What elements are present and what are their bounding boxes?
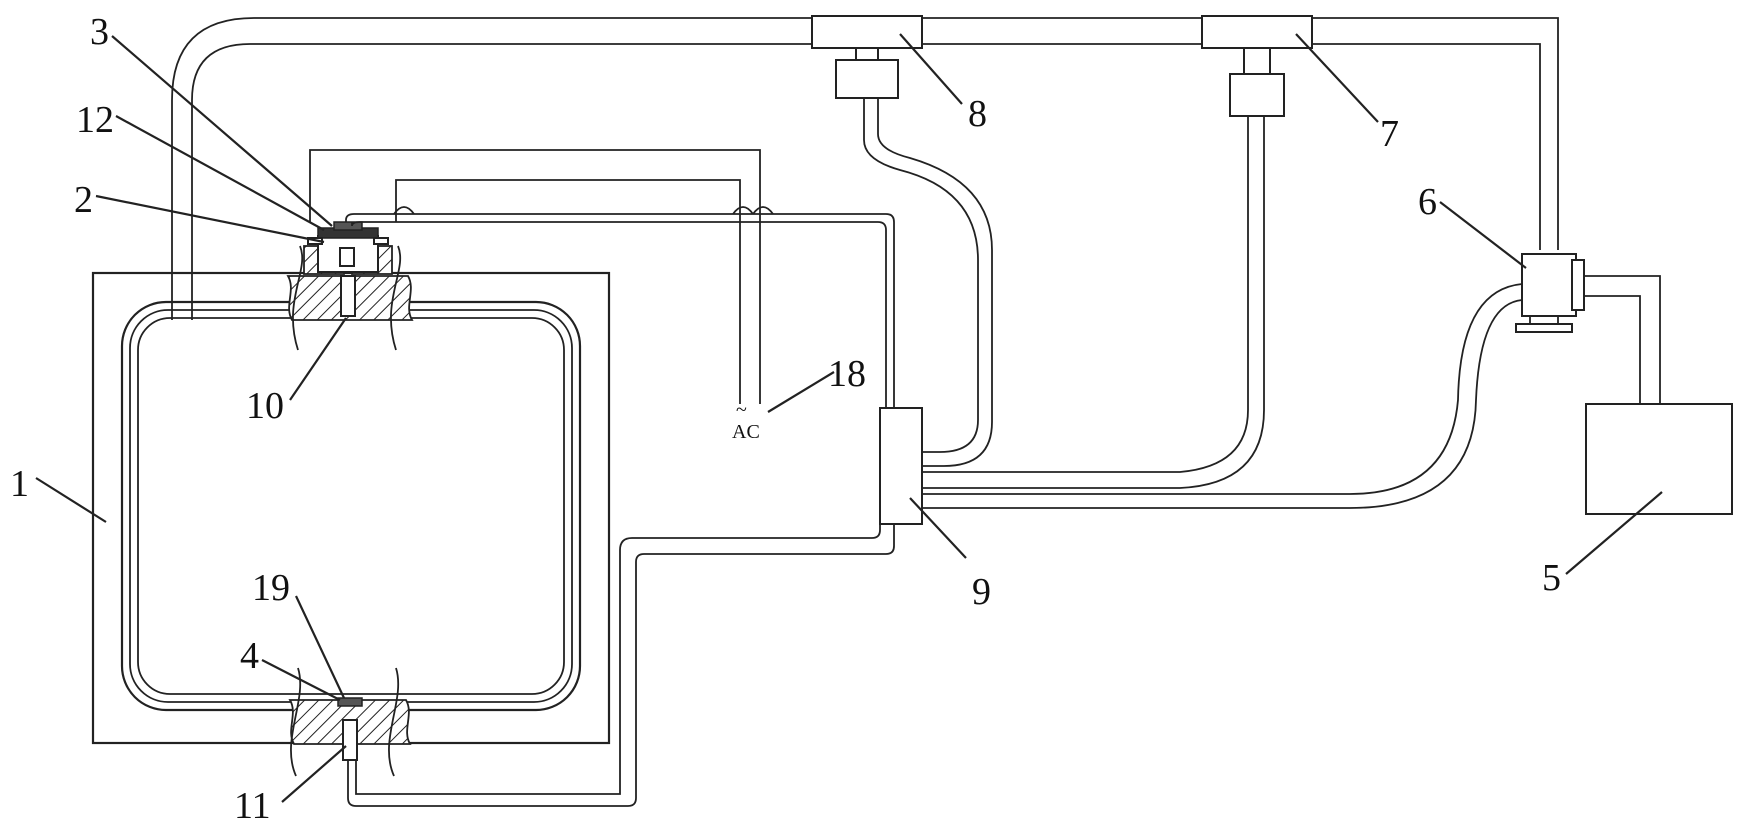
bottom-fitting [337,697,363,707]
leader-8 [899,33,963,105]
pipe-6-to-9-inner [922,299,1523,509]
chamber-middle-wall [129,309,573,703]
label-12: 12 [76,99,114,141]
pipe-8-to-9-inner [877,98,993,467]
leader-6 [1439,201,1527,269]
main-top-pipe-inner [191,43,1541,320]
valve-shoulder-right [373,237,389,245]
label-8: 8 [968,93,987,135]
pipe-6-to-5-inner [1584,295,1641,404]
valve-seal [333,221,363,231]
pipe-6-to-9-outer [922,283,1523,495]
label-6: 6 [1418,181,1437,223]
pipe-7-to-9-inner [922,116,1265,489]
label-19: 19 [252,567,290,609]
component-6-neck [1529,316,1559,324]
component-7-body [1229,73,1285,117]
leader-9 [909,497,967,559]
wire-valve-to-ac-b [395,179,741,404]
pipe-8-to-9-outer [863,98,979,453]
pipe-11-to-9-outer [347,524,895,807]
label-3: 3 [90,11,109,53]
leader-2 [95,194,325,244]
ac-label: AC [732,421,760,443]
wire-crossing-bumps [393,206,774,215]
component-7-plate [1201,15,1313,49]
label-2: 2 [74,179,93,221]
wire-valve-to-9-a [345,213,895,408]
label-5: 5 [1542,557,1561,599]
component-5-box [1585,403,1733,515]
label-1: 1 [10,463,29,505]
valve-plunger [339,247,355,267]
leader-3 [111,35,333,227]
top-bore [340,275,356,317]
housing-outline [91,271,611,745]
label-10: 10 [246,385,284,427]
top-break-line-right [390,245,402,351]
pipe-7-to-9-outer [922,116,1249,473]
component-6-body [1521,253,1577,317]
component-7-stem [1243,47,1271,77]
leader-5 [1565,491,1663,575]
leader-19 [295,595,345,699]
component-9-box [879,407,923,525]
leader-10 [289,317,347,401]
label-7: 7 [1380,113,1399,155]
leader-18 [767,371,835,413]
chamber-inner-wall [137,317,565,695]
component-6-foot [1515,323,1573,333]
chamber-outer-wall [120,300,582,712]
ac-symbol: ~ [736,399,747,421]
wire-valve-to-9-b [351,221,887,408]
component-6-flange [1571,259,1585,311]
pipe-6-to-5-outer [1584,275,1661,404]
bottom-break-line-right [388,667,400,777]
wire-valve-to-ac-a [309,149,761,404]
leader-1 [35,477,107,523]
leader-11 [281,745,347,803]
label-18: 18 [828,353,866,395]
component-8-plate [811,15,923,49]
label-4: 4 [240,635,259,677]
label-11: 11 [234,785,271,827]
leader-12 [115,115,325,231]
component-8-body [835,59,899,99]
pipe-11-to-9-inner [355,524,881,795]
bottom-bore [342,719,358,761]
top-break-line-left [292,245,304,351]
leader-4 [261,659,341,701]
label-9: 9 [972,571,991,613]
leader-7 [1295,33,1379,123]
